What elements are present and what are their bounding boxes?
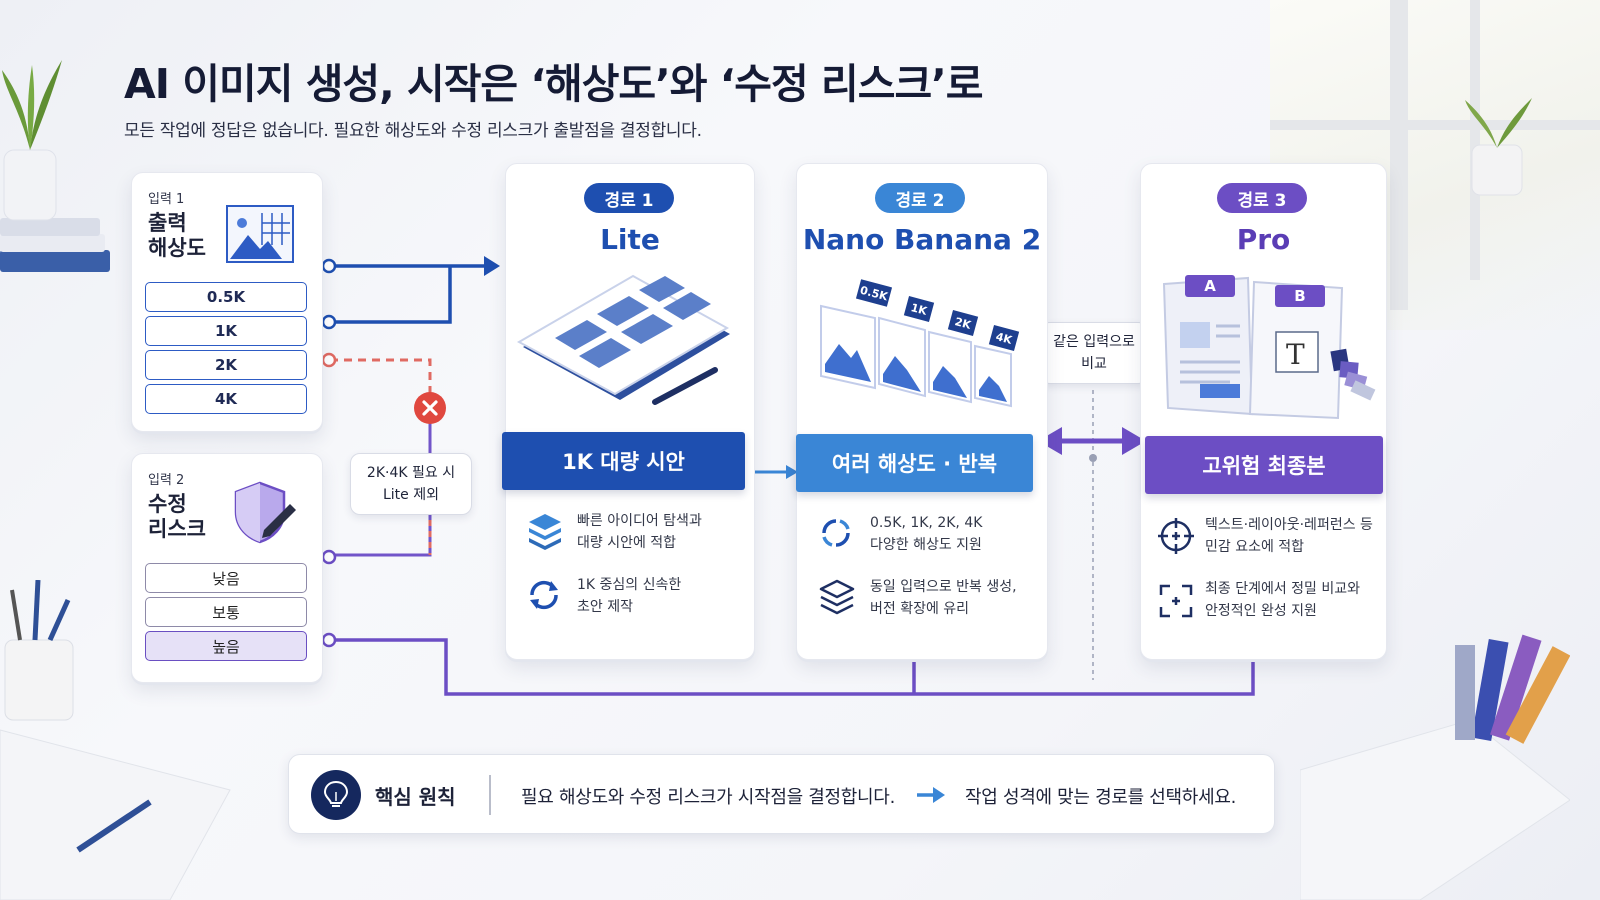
resolution-option-4k[interactable]: 4K xyxy=(145,384,307,414)
principle-title: 핵심 원칙 xyxy=(375,785,456,809)
pen-cup-decoration xyxy=(0,580,231,900)
route-1-badge: 경로 1 xyxy=(584,183,674,213)
plant-books-decoration xyxy=(0,60,110,272)
risk-option-medium[interactable]: 보통 xyxy=(145,597,307,627)
plant-decoration xyxy=(1465,98,1532,196)
compare-tag-a: A xyxy=(1185,275,1235,297)
resolution-option-0.5k[interactable]: 0.5K xyxy=(145,282,307,312)
page-subtitle: 모든 작업에 정답은 없습니다. 필요한 해상도와 수정 리스크가 출발점을 결… xyxy=(124,121,702,141)
route-3-feature-1: 텍스트·레이아웃·레퍼런스 등 민감 요소에 적합 xyxy=(1205,517,1373,555)
route-card-lite xyxy=(505,163,755,660)
page-title: AI 이미지 생성, 시작은 ‘해상도’와 ‘수정 리스크’로 xyxy=(124,60,983,108)
shield-pen-icon xyxy=(234,481,296,544)
layers-stack-icon xyxy=(529,514,561,550)
input-2-small-label: 입력 2 xyxy=(148,473,185,488)
compare-note: 같은 입력으로 비교 xyxy=(1040,322,1148,384)
risk-option-high[interactable]: 높음 xyxy=(145,631,307,661)
principle-text-2: 작업 성격에 맞는 경로를 선택하세요. xyxy=(965,787,1237,808)
route-1-name: Lite xyxy=(600,223,660,256)
document-compare-icon: T xyxy=(1162,276,1376,420)
focus-frame-icon xyxy=(1159,584,1193,618)
resolution-option-2k[interactable]: 2K xyxy=(145,350,307,380)
principle-text: 필요 해상도와 수정 리스크가 시작점을 결정합니다. xyxy=(521,787,895,808)
crosshair-icon xyxy=(1158,518,1194,554)
cycle-icon xyxy=(822,519,850,547)
principle-bar: 핵심 원칙 필요 해상도와 수정 리스크가 시작점을 결정합니다. 작업 성격에… xyxy=(288,754,1275,834)
route-3-band: 고위험 최종본 xyxy=(1145,436,1383,494)
color-swatch-decoration xyxy=(1300,634,1570,900)
route-3-feature-2: 최종 단계에서 정밀 비교와 안정적인 완성 지원 xyxy=(1205,581,1361,619)
svg-text:T: T xyxy=(1286,338,1305,371)
route-3-badge: 경로 3 xyxy=(1217,183,1307,213)
route-2-feature-2: 동일 입력으로 반복 생성, 버전 확장에 유리 xyxy=(870,579,1017,617)
route-2-band: 여러 해상도 · 반복 xyxy=(796,434,1033,492)
route-2-name: Nano Banana 2 xyxy=(802,223,1042,256)
route-1-feature-1: 빠른 아이디어 탐색과 대량 시안에 적합 xyxy=(577,513,702,551)
route-card-nano-banana-2 xyxy=(796,163,1048,660)
route-1-feature-2: 1K 중심의 신속한 초안 제작 xyxy=(577,577,682,615)
tablet-gallery-icon xyxy=(516,274,730,405)
layers-icon xyxy=(819,579,855,615)
route-3-name: Pro xyxy=(1236,223,1291,256)
input-2-title: 수정 리스크 xyxy=(148,492,206,541)
compare-tag-b: B xyxy=(1275,285,1325,307)
input-1-small-label: 입력 1 xyxy=(148,192,185,207)
risk-option-low[interactable]: 낮음 xyxy=(145,563,307,593)
route-2-badge: 경로 2 xyxy=(875,183,965,213)
input-1-title: 출력 해상도 xyxy=(148,211,206,260)
multi-resolution-frames-icon xyxy=(820,304,1012,408)
arrow-right-icon xyxy=(917,787,945,803)
excluded-x-icon xyxy=(414,392,446,424)
image-grid-icon xyxy=(226,205,294,263)
exclusion-note: 2K·4K 필요 시 Lite 제외 xyxy=(350,453,472,515)
resolution-option-1k[interactable]: 1K xyxy=(145,316,307,346)
route-2-feature-1: 0.5K, 1K, 2K, 4K 다양한 해상도 지원 xyxy=(870,515,983,553)
lightbulb-icon xyxy=(311,770,361,820)
route-1-band: 1K 대량 시안 xyxy=(502,432,745,490)
principle-divider xyxy=(489,775,491,815)
refresh-icon xyxy=(530,580,558,610)
